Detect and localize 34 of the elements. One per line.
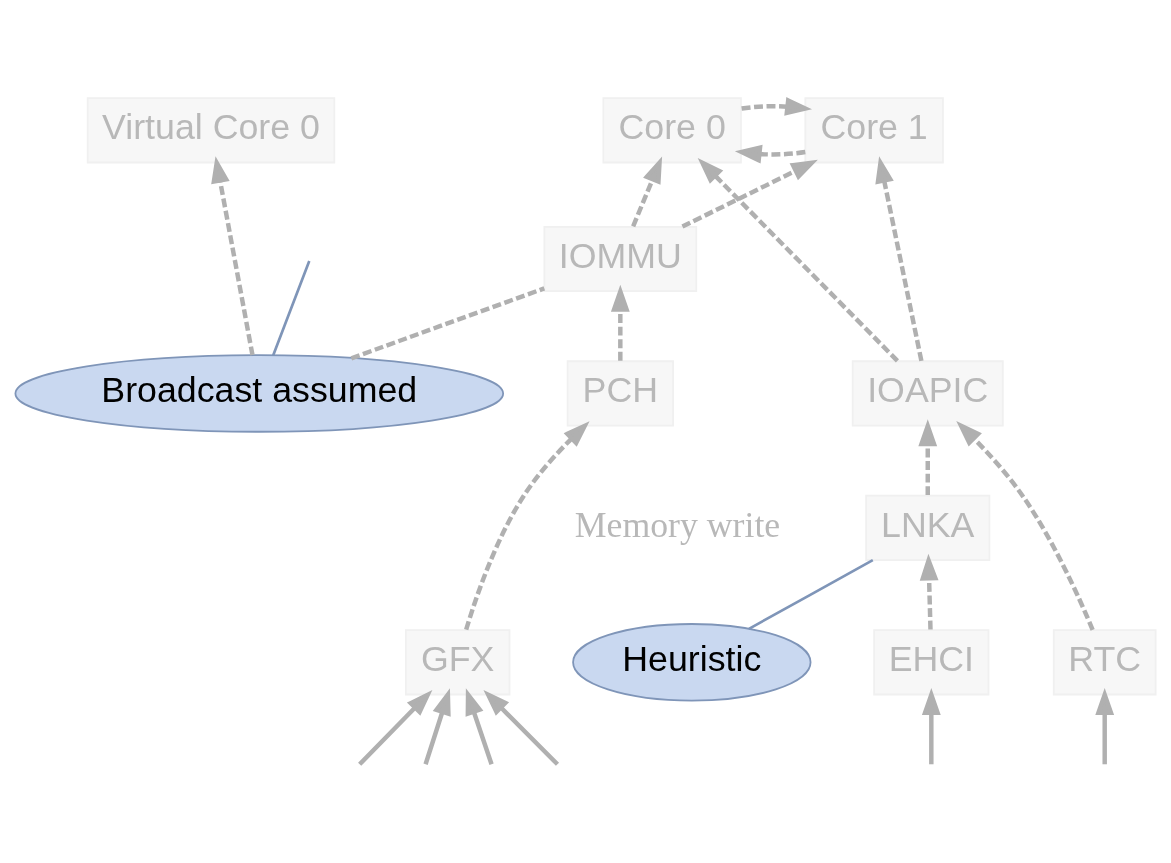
arrow (483, 689, 560, 766)
connector (271, 260, 311, 356)
arrow (734, 144, 806, 164)
arrow (741, 96, 812, 116)
node-box: RTC (1052, 628, 1157, 695)
node-ellipse: Heuristic (572, 622, 812, 701)
connector (748, 558, 874, 630)
arrow (610, 284, 630, 361)
node-box: Core 1 (804, 96, 944, 163)
node-box: PCH (566, 359, 674, 426)
node-box: Virtual Core 0 (86, 96, 336, 163)
arrow (464, 420, 590, 630)
connector (350, 285, 546, 360)
arrow (631, 155, 663, 227)
arrow (956, 420, 1095, 631)
arrow (681, 159, 818, 229)
arrow (875, 155, 924, 361)
arrow (697, 157, 900, 362)
node-box: LNKA (865, 494, 991, 561)
arrow (211, 155, 255, 355)
label: Memory write (574, 504, 781, 545)
node-box: Core 0 (602, 96, 742, 163)
node-box: IOMMU (543, 225, 698, 292)
node-box: IOAPIC (851, 359, 1004, 426)
arrow (465, 687, 494, 765)
node-ellipse: Broadcast assumed (14, 353, 505, 433)
arrow (919, 553, 939, 630)
node-box: GFX (404, 628, 511, 695)
arrow (423, 687, 451, 765)
node-box: EHCI (873, 628, 990, 695)
arrow (918, 418, 938, 495)
arrow (921, 687, 941, 764)
arrow (358, 689, 433, 766)
arrow (1095, 687, 1115, 764)
